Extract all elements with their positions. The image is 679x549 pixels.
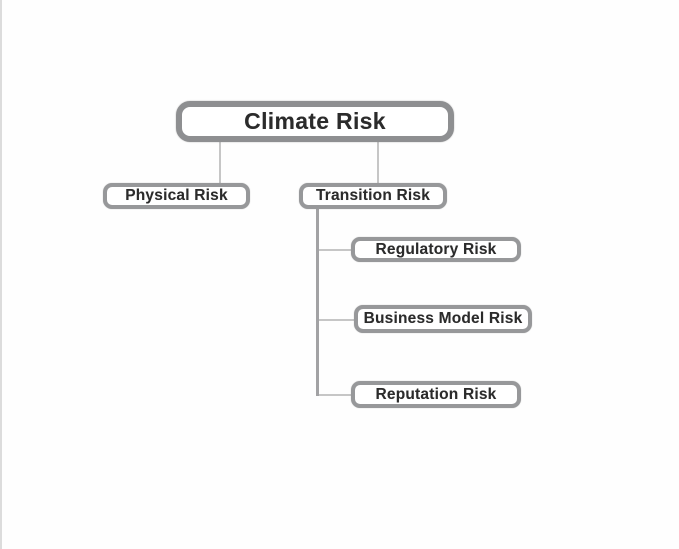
connector-branch-reputation <box>319 394 351 396</box>
connector-transition-trunk <box>315 209 319 396</box>
node-physical-risk: Physical Risk <box>103 183 250 209</box>
node-transition-risk: Transition Risk <box>299 183 447 209</box>
node-climate-risk: Climate Risk <box>176 101 454 142</box>
node-business-model-risk: Business Model Risk <box>354 305 532 333</box>
left-edge-artifact <box>0 0 2 549</box>
connector-root-to-physical <box>219 142 221 183</box>
node-reputation-risk: Reputation Risk <box>351 381 521 408</box>
node-regulatory-risk: Regulatory Risk <box>351 237 521 262</box>
connector-root-to-transition <box>377 142 379 183</box>
connector-branch-regulatory <box>319 249 351 251</box>
connector-branch-business-model <box>319 319 354 321</box>
